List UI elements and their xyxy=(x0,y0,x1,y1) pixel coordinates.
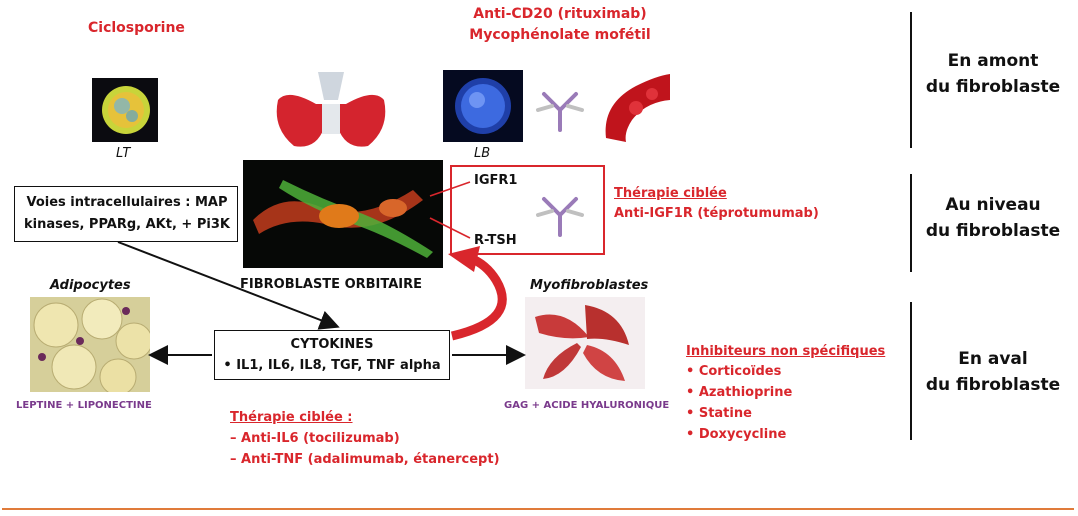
thyroid-image xyxy=(258,70,404,152)
antibody-icon xyxy=(530,86,590,134)
red-curved-arrow-head xyxy=(448,246,480,272)
section-niveau-line-1: Au niveau xyxy=(945,195,1041,215)
arrow-voies-cytokines xyxy=(117,241,340,330)
section-niveau-line-2: du fibroblaste xyxy=(925,221,1061,241)
receptor-box: IGFR1 R-TSH xyxy=(450,165,605,255)
anti-cd20-label: Anti-CD20 (rituximab) xyxy=(473,6,647,22)
section-amont-line-1: En amont xyxy=(947,51,1039,71)
connector-rtsh xyxy=(429,217,471,239)
myofibroblastes-caption: GAG + ACIDE HYALURONIQUE xyxy=(504,400,670,411)
section-aval: En aval du fibroblaste xyxy=(918,346,1068,398)
voies-line-2: kinases, PPARg, AKt, + Pi3K xyxy=(24,217,230,232)
therapie-ciblee-igf-drug: Anti-IGF1R (téprotumumab) xyxy=(614,206,819,221)
therapie-ciblee-cyto-item-1: – Anti-IL6 (tocilizumab) xyxy=(230,431,400,446)
adipocytes-image xyxy=(30,297,150,392)
divider-amont xyxy=(910,12,912,148)
section-amont-line-2: du fibroblaste xyxy=(925,77,1061,97)
cytokines-box: CYTOKINES • IL1, IL6, IL8, TGF, TNF alph… xyxy=(214,330,450,380)
myofibroblastes-image xyxy=(525,297,645,389)
section-amont: En amont du fibroblaste xyxy=(918,48,1068,100)
section-niveau: Au niveau du fibroblaste xyxy=(918,192,1068,244)
adipocytes-caption: LEPTINE + LIPONECTINE xyxy=(16,400,152,411)
inhibiteurs-item-2: • Azathioprine xyxy=(686,385,793,400)
rtsh-label: R-TSH xyxy=(474,233,517,248)
myofibroblastes-title: Myofibroblastes xyxy=(530,278,649,293)
ciclosporine-label: Ciclosporine xyxy=(88,20,185,36)
inhibiteurs-item-4: • Doxycycline xyxy=(686,427,787,442)
red-curved-arrow xyxy=(450,253,507,341)
therapie-ciblee-igf-title: Thérapie ciblée xyxy=(614,186,727,201)
connector-igfr1 xyxy=(429,181,471,197)
section-aval-line-1: En aval xyxy=(958,349,1028,369)
inhibiteurs-item-1: • Corticoïdes xyxy=(686,364,782,379)
divider-niveau xyxy=(910,174,912,272)
cytokines-title: CYTOKINES xyxy=(290,337,374,352)
mycophenolate-label: Mycophénolate mofétil xyxy=(469,27,651,43)
antibody-icon-receptor xyxy=(532,191,588,239)
lymphocyte-t-image xyxy=(92,78,158,142)
lymphocyte-b-image xyxy=(443,70,523,142)
voies-line-1: Voies intracellulaires : MAP xyxy=(26,195,228,210)
lt-label: LT xyxy=(116,146,131,161)
therapie-ciblee-cyto-item-2: – Anti-TNF (adalimumab, étanercept) xyxy=(230,452,500,467)
fibroblaste-orbitaire-label: FIBROBLASTE ORBITAIRE xyxy=(240,277,423,292)
cytokines-list: • IL1, IL6, IL8, TGF, TNF alpha xyxy=(223,358,441,373)
voies-intracellulaires-box: Voies intracellulaires : MAP kinases, PP… xyxy=(14,186,238,242)
section-aval-line-2: du fibroblaste xyxy=(925,375,1061,395)
inhibiteurs-title: Inhibiteurs non spécifiques xyxy=(686,344,886,359)
lb-label: LB xyxy=(474,146,491,161)
blood-vessel-image xyxy=(596,68,672,144)
outer-frame xyxy=(2,2,1074,510)
fibroblast-image xyxy=(243,160,443,268)
inhibiteurs-item-3: • Statine xyxy=(686,406,752,421)
divider-aval xyxy=(910,302,912,440)
igfr1-label: IGFR1 xyxy=(474,173,518,188)
adipocytes-title: Adipocytes xyxy=(50,278,131,293)
therapie-ciblee-cyto-title: Thérapie ciblée : xyxy=(230,410,353,425)
